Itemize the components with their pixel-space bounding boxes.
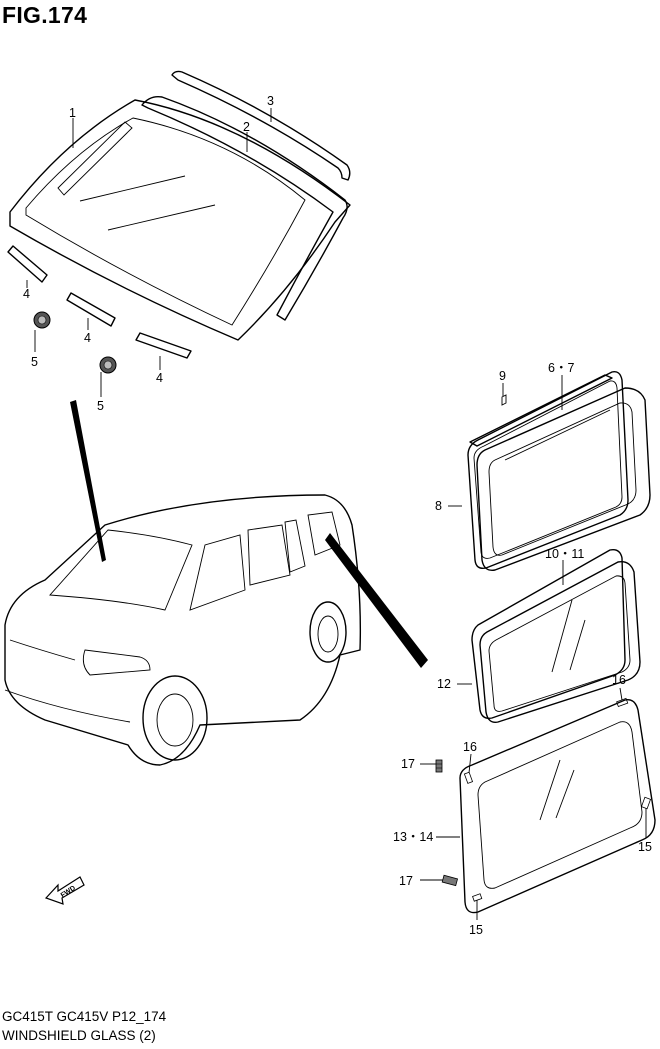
moulding-4b xyxy=(66,292,116,327)
callout-1: 1 xyxy=(69,106,76,120)
clip-5a xyxy=(33,311,51,329)
windshield-dam xyxy=(141,95,348,321)
moulding-4c xyxy=(135,332,192,359)
spacer-16b xyxy=(616,697,629,708)
callout-4a: 4 xyxy=(23,287,30,301)
callout-4b: 4 xyxy=(84,331,91,345)
fwd-arrow-icon: FWD xyxy=(44,876,85,905)
moulding-4a xyxy=(7,245,48,283)
spacer-15b xyxy=(472,893,483,902)
pointer-side-window xyxy=(325,533,428,668)
callout-5b: 5 xyxy=(97,399,104,413)
callout-12: 12 xyxy=(437,677,451,691)
callout-5a: 5 xyxy=(31,355,38,369)
fwd-label: FWD xyxy=(60,885,77,900)
side-glass-upper xyxy=(467,370,629,570)
clip-9 xyxy=(501,394,507,406)
callout-15b: 15 xyxy=(469,923,483,937)
footer-section-title: WINDSHIELD GLASS (2) xyxy=(2,1028,156,1043)
figure-title: FIG.174 xyxy=(2,2,88,28)
vehicle-outline xyxy=(4,494,362,766)
windshield-glass xyxy=(9,99,351,341)
roof-moulding xyxy=(171,70,351,181)
callout-8: 8 xyxy=(435,499,442,513)
fastener-17b xyxy=(441,874,459,887)
callout-2: 2 xyxy=(243,120,250,134)
spacer-15a xyxy=(640,796,652,810)
spacer-16a xyxy=(463,771,474,784)
callout-13-14: 13・14 xyxy=(393,830,433,844)
callout-16a: 16 xyxy=(463,740,477,754)
callout-15a: 15 xyxy=(638,840,652,854)
callout-17b: 17 xyxy=(399,874,413,888)
side-glass-middle xyxy=(471,548,641,723)
leader-lines xyxy=(26,108,647,920)
callout-9: 9 xyxy=(499,369,506,383)
pointer-windshield xyxy=(70,400,106,562)
callout-17a: 17 xyxy=(401,757,415,771)
side-glass-main xyxy=(476,387,651,571)
callout-6-7: 6・7 xyxy=(548,361,574,375)
clip-5b xyxy=(99,356,117,374)
callout-4c: 4 xyxy=(156,371,163,385)
fastener-17a xyxy=(435,759,443,773)
callout-3: 3 xyxy=(267,94,274,108)
callout-16b: 16 xyxy=(612,673,626,687)
footer-model-codes: GC415T GC415V P12_174 xyxy=(2,1009,167,1024)
side-glass-lower xyxy=(459,699,656,914)
callout-10-11: 10・11 xyxy=(545,547,584,561)
